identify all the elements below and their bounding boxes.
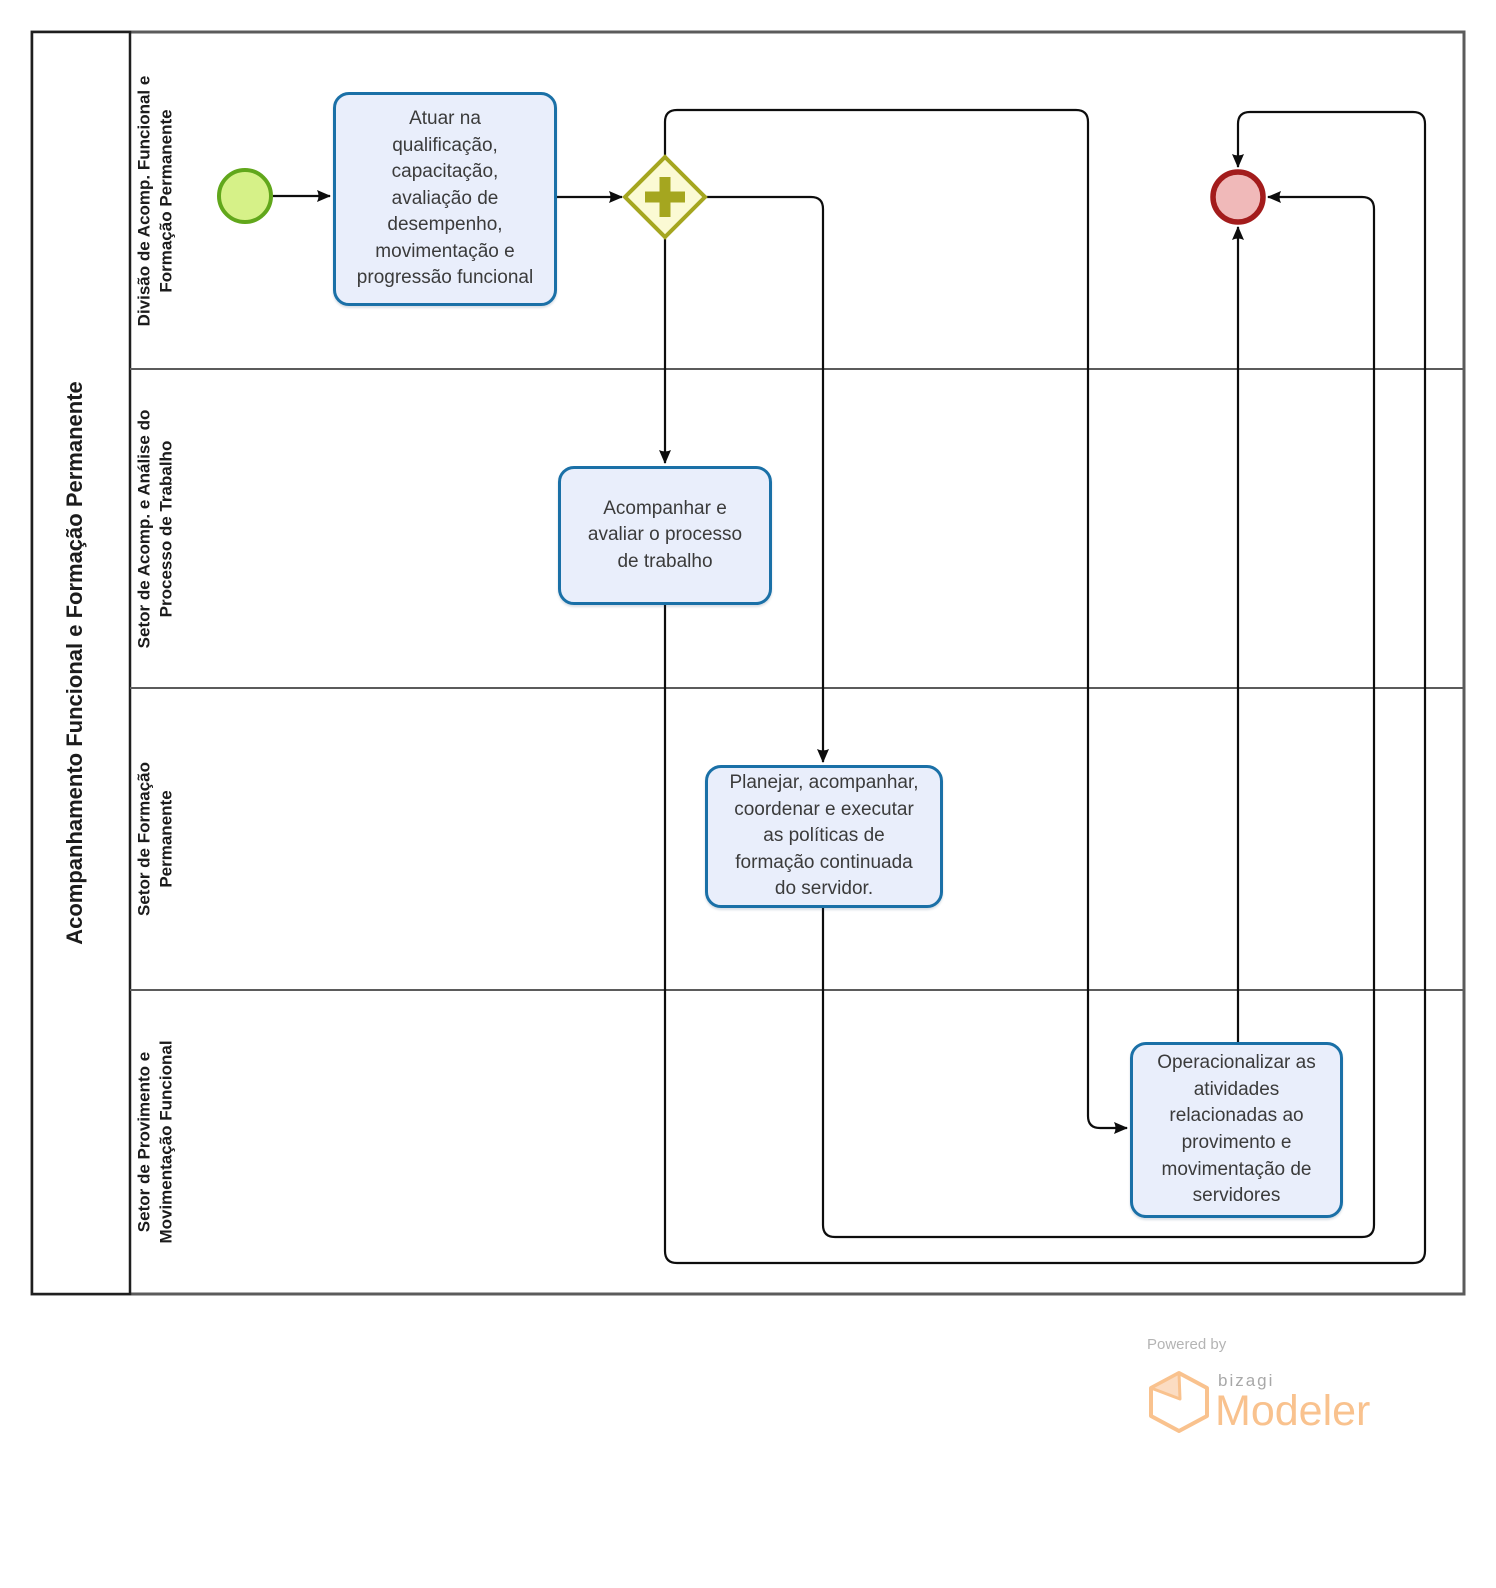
end-event[interactable]	[1210, 169, 1266, 225]
lane-label-setor-acomp-analise: Setor de Acomp. e Análise do Processo de…	[134, 409, 175, 649]
flow-task3-to-end	[821, 191, 1376, 1239]
modeler-product-text: Modeler	[1215, 1387, 1371, 1435]
lane-label-divisao-acomp: Divisão de Acomp. Funcional e Formação P…	[134, 75, 175, 327]
lane-label-setor-provimento: Setor de Provimento e Movimentação Funci…	[134, 1040, 175, 1244]
lane-label-setor-formacao: Setor de Formação Permanente	[134, 762, 175, 916]
powered-by-text: Powered by	[1147, 1336, 1227, 1353]
flow-gateway-to-task4	[663, 108, 1128, 1134]
task-acompanhar-avaliar[interactable]: Acompanhar e avaliar o processo de traba…	[558, 466, 772, 605]
task-label: Atuar na qualificação, capacitação, aval…	[356, 107, 534, 289]
bizagi-brand-text: bizagi	[1218, 1371, 1275, 1390]
flow-gateway-to-task3	[705, 195, 829, 763]
pool-header-column	[30, 30, 132, 1296]
task-label: Acompanhar e avaliar o processo de traba…	[587, 497, 743, 572]
plus-icon	[645, 177, 685, 217]
parallel-gateway[interactable]	[622, 154, 708, 240]
task-atuar-qualificacao[interactable]: Atuar na qualificação, capacitação, aval…	[333, 92, 557, 306]
pool-title: Acompanhamento Funcional e Formação Perm…	[61, 381, 87, 945]
flow-task2-to-end	[663, 110, 1427, 1265]
task-label: Operacionalizar as atividades relacionad…	[1157, 1052, 1316, 1207]
start-event[interactable]	[217, 168, 273, 224]
bizagi-logo-icon	[1149, 1371, 1209, 1433]
task-planejar-coordenar[interactable]: Planejar, acompanhar, coordenar e execut…	[705, 765, 943, 908]
task-label: Planejar, acompanhar, coordenar e execut…	[729, 772, 919, 900]
task-operacionalizar-atividades[interactable]: Operacionalizar as atividades relacionad…	[1130, 1042, 1343, 1218]
